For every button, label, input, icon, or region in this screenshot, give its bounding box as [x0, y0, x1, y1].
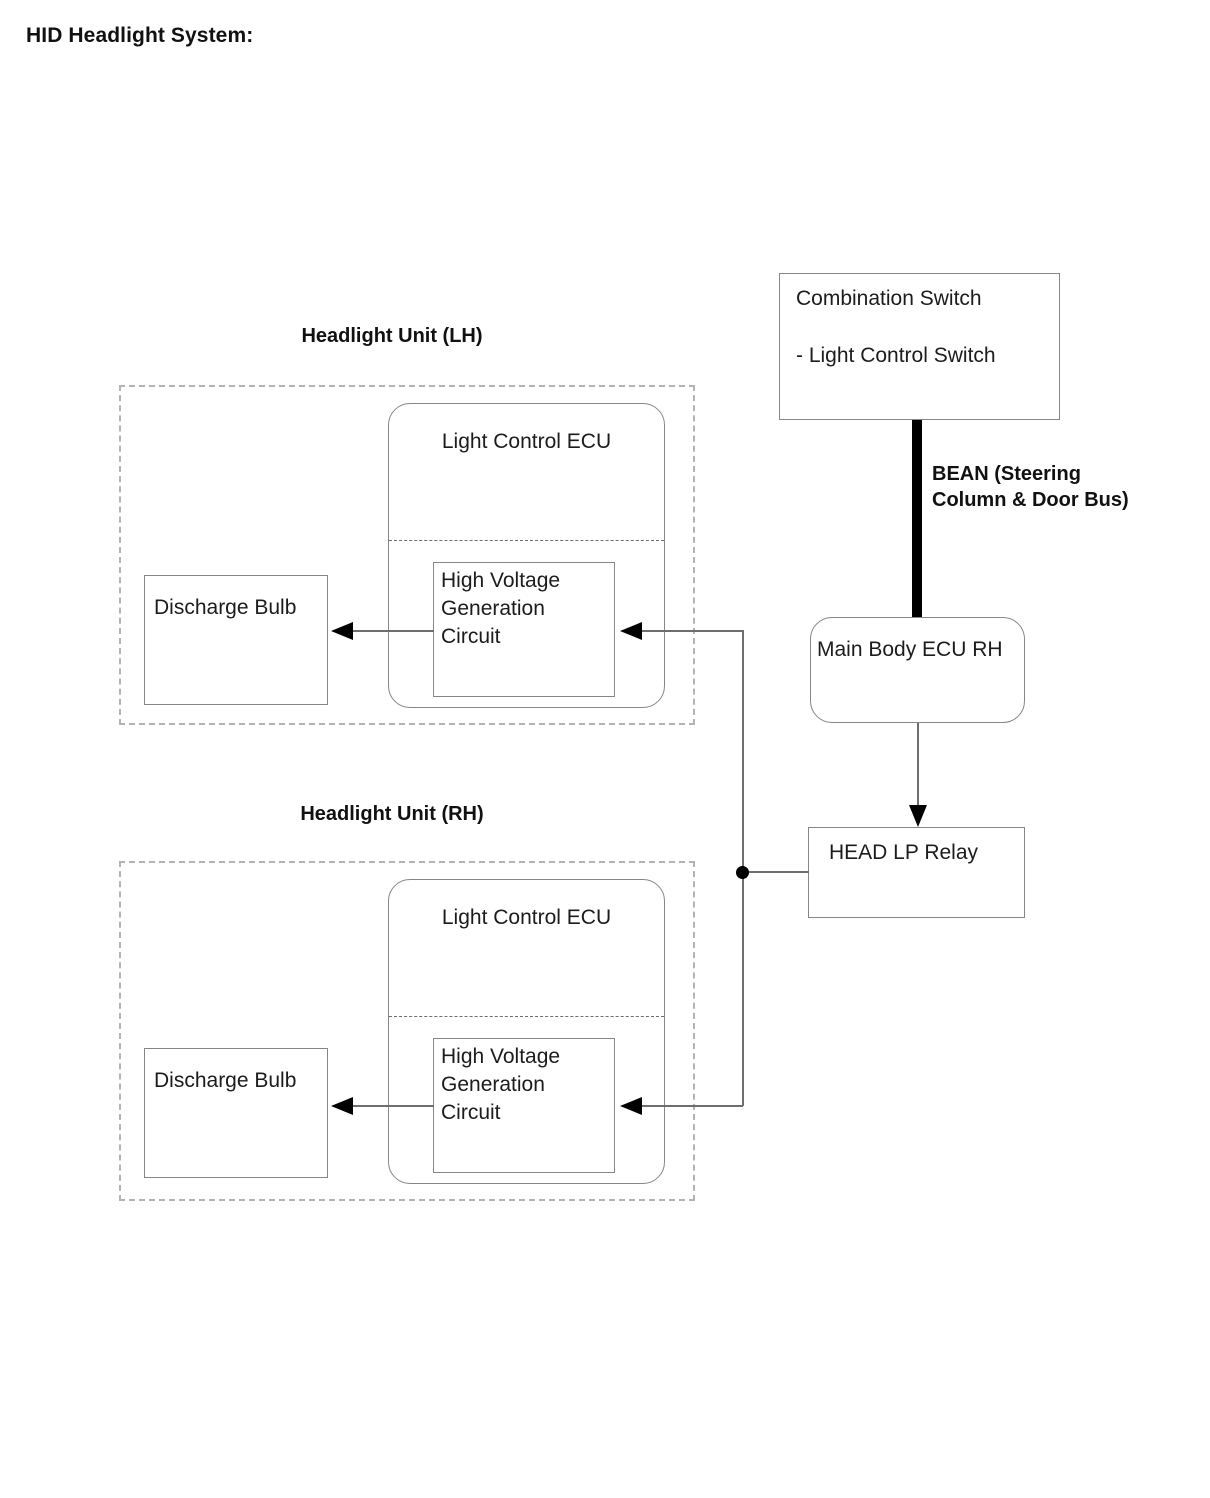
wire-ecu-to-relay: [917, 723, 919, 807]
headlight-unit-lh-label: Headlight Unit (LH): [301, 325, 483, 347]
combination-switch-box: Combination Switch - Light Control Switc…: [779, 273, 1060, 420]
high-voltage-generation-circuit-rh-label: High Voltage Generation Circuit: [441, 1045, 561, 1124]
arrow-into-discharge-bulb-lh: [331, 622, 353, 640]
wire-relay-to-hvgc-lh: [641, 630, 743, 632]
arrow-into-hvgc-lh: [620, 622, 642, 640]
high-voltage-generation-circuit-rh: High Voltage Generation Circuit: [433, 1038, 615, 1173]
ecu-section-divider-lh: [389, 540, 664, 541]
light-control-ecu-lh-title: Light Control ECU: [441, 430, 612, 453]
combination-switch-sub-item: - Light Control Switch: [796, 344, 996, 367]
arrow-into-head-lp-relay: [909, 805, 927, 827]
wire-hvgc-to-bulb-rh: [352, 1105, 434, 1107]
bean-bus-line: [912, 420, 922, 620]
wire-relay-to-hvgc-rh: [641, 1105, 743, 1107]
head-lp-relay-box: HEAD LP Relay: [808, 827, 1025, 918]
discharge-bulb-lh: Discharge Bulb: [144, 575, 328, 705]
wire-relay-to-junction: [743, 871, 809, 873]
bean-bus-label: BEAN (Steering Column & Door Bus): [932, 463, 1129, 511]
page-title: HID Headlight System:: [26, 24, 254, 47]
headlight-unit-rh-label: Headlight Unit (RH): [300, 803, 484, 825]
ecu-section-divider-rh: [389, 1016, 664, 1017]
headlight-unit-rh-container: [119, 861, 695, 1201]
light-control-ecu-rh-title: Light Control ECU: [441, 906, 612, 929]
wire-junction-dot: [736, 866, 749, 879]
discharge-bulb-lh-label: Discharge Bulb: [154, 596, 297, 619]
head-lp-relay-label: HEAD LP Relay: [829, 841, 979, 864]
wire-hvgc-to-bulb-lh: [352, 630, 434, 632]
main-body-ecu-rh-box: Main Body ECU RH: [810, 617, 1025, 723]
headlight-unit-lh-container: [119, 385, 695, 725]
discharge-bulb-rh: Discharge Bulb: [144, 1048, 328, 1178]
arrow-into-discharge-bulb-rh: [331, 1097, 353, 1115]
high-voltage-generation-circuit-lh-label: High Voltage Generation Circuit: [441, 569, 561, 648]
discharge-bulb-rh-label: Discharge Bulb: [154, 1069, 297, 1092]
combination-switch-title: Combination Switch: [796, 287, 982, 310]
main-body-ecu-rh-label: Main Body ECU RH: [817, 638, 1003, 661]
high-voltage-generation-circuit-lh: High Voltage Generation Circuit: [433, 562, 615, 697]
arrow-into-hvgc-rh: [620, 1097, 642, 1115]
